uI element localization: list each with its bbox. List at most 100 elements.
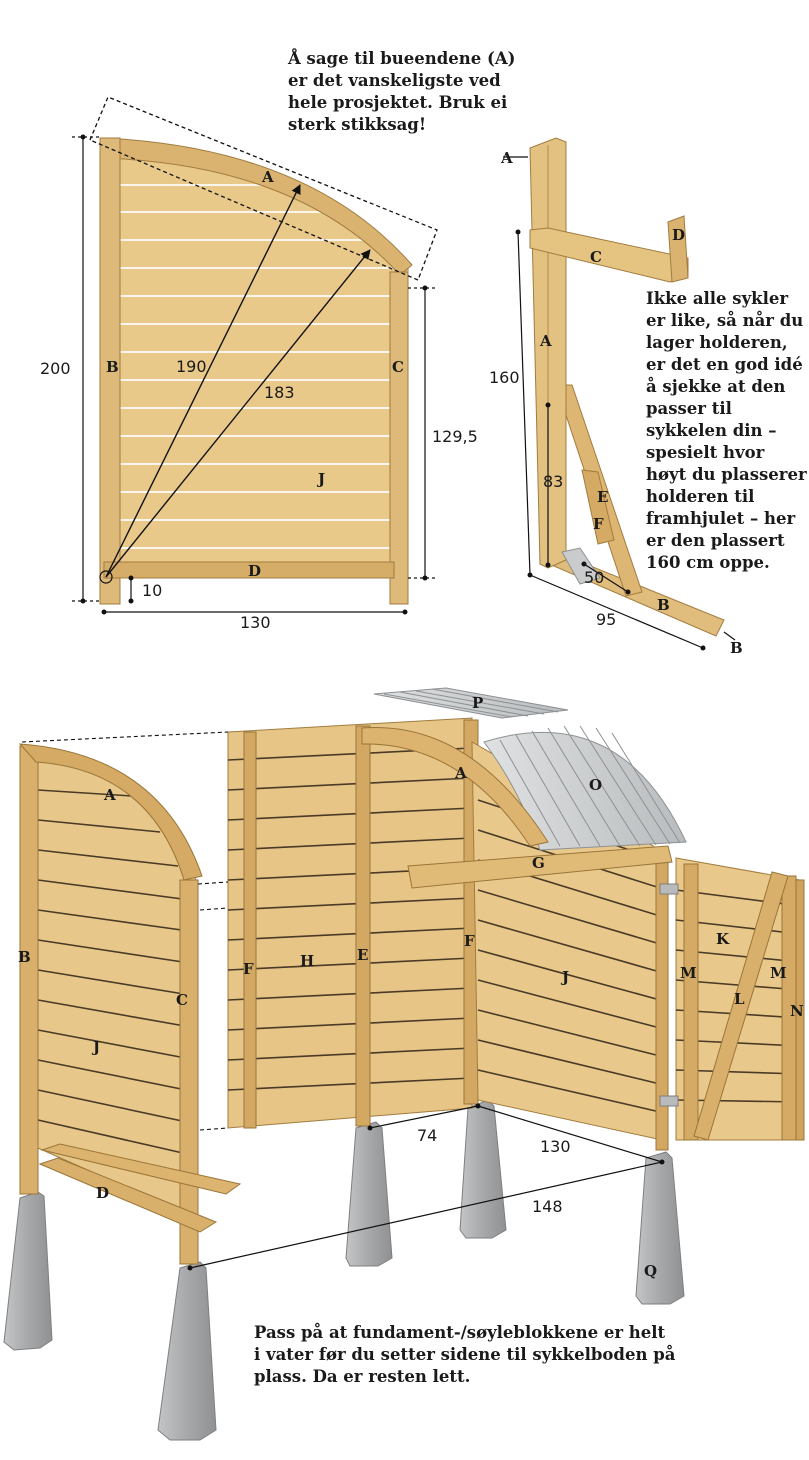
rack-block-d xyxy=(667,215,689,283)
rack-dim-160: 160 xyxy=(489,368,520,387)
rack-label-b-end: B xyxy=(730,639,743,657)
hinge-top xyxy=(659,883,679,895)
door-edge-n xyxy=(795,879,805,1141)
note-right-line: framhjulet – her xyxy=(646,509,796,528)
note-right-line: lager holderen, xyxy=(646,333,788,352)
note-bottom-line: plass. Da er resten lett. xyxy=(254,1367,471,1386)
beam-g xyxy=(407,845,673,889)
asm-label-j-right: J xyxy=(560,968,569,986)
rack-plate xyxy=(561,547,601,585)
hinge-bottom xyxy=(659,1095,679,1107)
asm-label-f-right: F xyxy=(464,932,475,950)
rack-dim-50: 50 xyxy=(584,568,604,587)
panel-cladding-j xyxy=(103,139,409,579)
rail-d xyxy=(103,561,395,579)
dim-width: 130 xyxy=(240,613,271,632)
asm-label-a-center: A xyxy=(454,764,467,782)
asm-label-j-left: J xyxy=(91,1038,100,1056)
roof-sheet-p xyxy=(373,687,569,719)
asm-label-a-left: A xyxy=(103,786,116,804)
asm-label-k: K xyxy=(716,930,730,948)
note-bottom-line: Pass på at fundament-/søyleblokkene er h… xyxy=(254,1323,666,1342)
asm-label-p: P xyxy=(472,694,483,712)
asm-label-b: B xyxy=(18,948,31,966)
roof-sheet-o xyxy=(483,731,687,851)
note-right-line: passer til xyxy=(646,399,732,418)
post-b-left xyxy=(19,745,39,1195)
post-e xyxy=(355,725,371,1127)
note-right: Ikke alle sykler er like, så når du lage… xyxy=(646,288,807,574)
asm-label-c: C xyxy=(176,991,188,1009)
rack-label-a-top: A xyxy=(500,149,513,167)
dim-height: 200 xyxy=(40,359,71,378)
label-b: B xyxy=(106,358,119,376)
asm-label-e: E xyxy=(357,946,368,964)
note-right-line: er det en god idé xyxy=(646,355,803,374)
rack-label-e: E xyxy=(597,488,608,506)
note-right-line: Ikke alle sykler xyxy=(646,289,789,308)
asm-label-m-left: M xyxy=(680,964,697,982)
roof-corrugations xyxy=(499,725,681,847)
rack-label-a: A xyxy=(539,332,552,350)
plank-gaps xyxy=(104,184,408,549)
asm-label-h: H xyxy=(300,952,314,970)
note-right-line: høyt du plasserer xyxy=(646,465,807,484)
asm-dim-74: 74 xyxy=(417,1126,437,1145)
rack-brace-f xyxy=(581,469,615,545)
rack-label-d: D xyxy=(672,226,685,244)
note-right-line: holderen til xyxy=(646,487,755,506)
note-top: Å sage til bueendene (A) er det vanskeli… xyxy=(288,48,515,136)
note-right-line: spesielt hvor xyxy=(646,443,765,462)
side-panel-drawing: A B C D J 200 130 129,5 190 183 10 xyxy=(40,96,478,632)
cut-outline xyxy=(89,96,438,281)
label-j: J xyxy=(316,470,325,488)
asm-label-g: G xyxy=(532,854,545,872)
note-right-line: sykkelen din – xyxy=(646,421,777,440)
note-top-line: Å sage til bueendene (A) xyxy=(288,49,516,68)
note-top-line: er det vanskeligste ved xyxy=(288,71,501,90)
asm-label-d: D xyxy=(96,1184,109,1202)
post-b xyxy=(99,137,121,605)
assembly-drawing: A A B C D E F F G H J J K L M M N O P Q … xyxy=(3,687,805,1441)
dim-right-height: 129,5 xyxy=(432,427,478,446)
bike-rack-drawing: A A C D E F B B 160 83 50 95 xyxy=(489,137,743,657)
asm-label-n: N xyxy=(790,1002,804,1020)
rack-dim-83: 83 xyxy=(543,472,563,491)
asm-label-m-right: M xyxy=(770,964,787,982)
post-c xyxy=(389,271,409,605)
rack-label-f: F xyxy=(593,515,604,533)
rack-label-b: B xyxy=(657,596,670,614)
note-right-line: er like, så når du xyxy=(646,311,804,330)
asm-dim-130: 130 xyxy=(540,1137,571,1156)
door-batten-m-left xyxy=(683,863,699,1141)
back-wall-h xyxy=(227,717,473,1129)
asm-label-q: Q xyxy=(644,1262,657,1280)
note-right-line: er den plassert xyxy=(646,531,785,550)
post-c-left xyxy=(179,879,199,1265)
asm-dim-148: 148 xyxy=(532,1197,563,1216)
asm-label-l: L xyxy=(734,990,745,1008)
rack-label-c: C xyxy=(590,248,602,266)
note-top-line: sterk stikksag! xyxy=(288,115,427,134)
note-bottom-line: i vater før du setter sidene til sykkelb… xyxy=(254,1345,676,1364)
note-right-line: å sjekke at den xyxy=(646,377,786,396)
dim-diagonal-183: 183 xyxy=(264,383,295,402)
rail-d-left xyxy=(40,1143,242,1195)
asm-label-f-left: F xyxy=(243,960,254,978)
arch-a-center xyxy=(361,727,549,847)
dim-bottom-10: 10 xyxy=(142,581,162,600)
post-f-left xyxy=(243,731,257,1129)
label-d: D xyxy=(248,562,261,580)
door-brace-l xyxy=(693,871,789,1141)
label-c: C xyxy=(392,358,404,376)
arch-a-left xyxy=(18,743,203,881)
rack-dim-95: 95 xyxy=(596,610,616,629)
back-wall-gaps xyxy=(227,747,473,1091)
dim-diagonal-190: 190 xyxy=(176,357,207,376)
left-panel-gaps xyxy=(37,789,197,1157)
note-right-line: 160 cm oppe. xyxy=(646,553,770,572)
note-bottom: Pass på at fundament-/søyleblokkene er h… xyxy=(254,1322,675,1388)
asm-label-o: O xyxy=(589,776,602,794)
label-a: A xyxy=(261,168,274,186)
